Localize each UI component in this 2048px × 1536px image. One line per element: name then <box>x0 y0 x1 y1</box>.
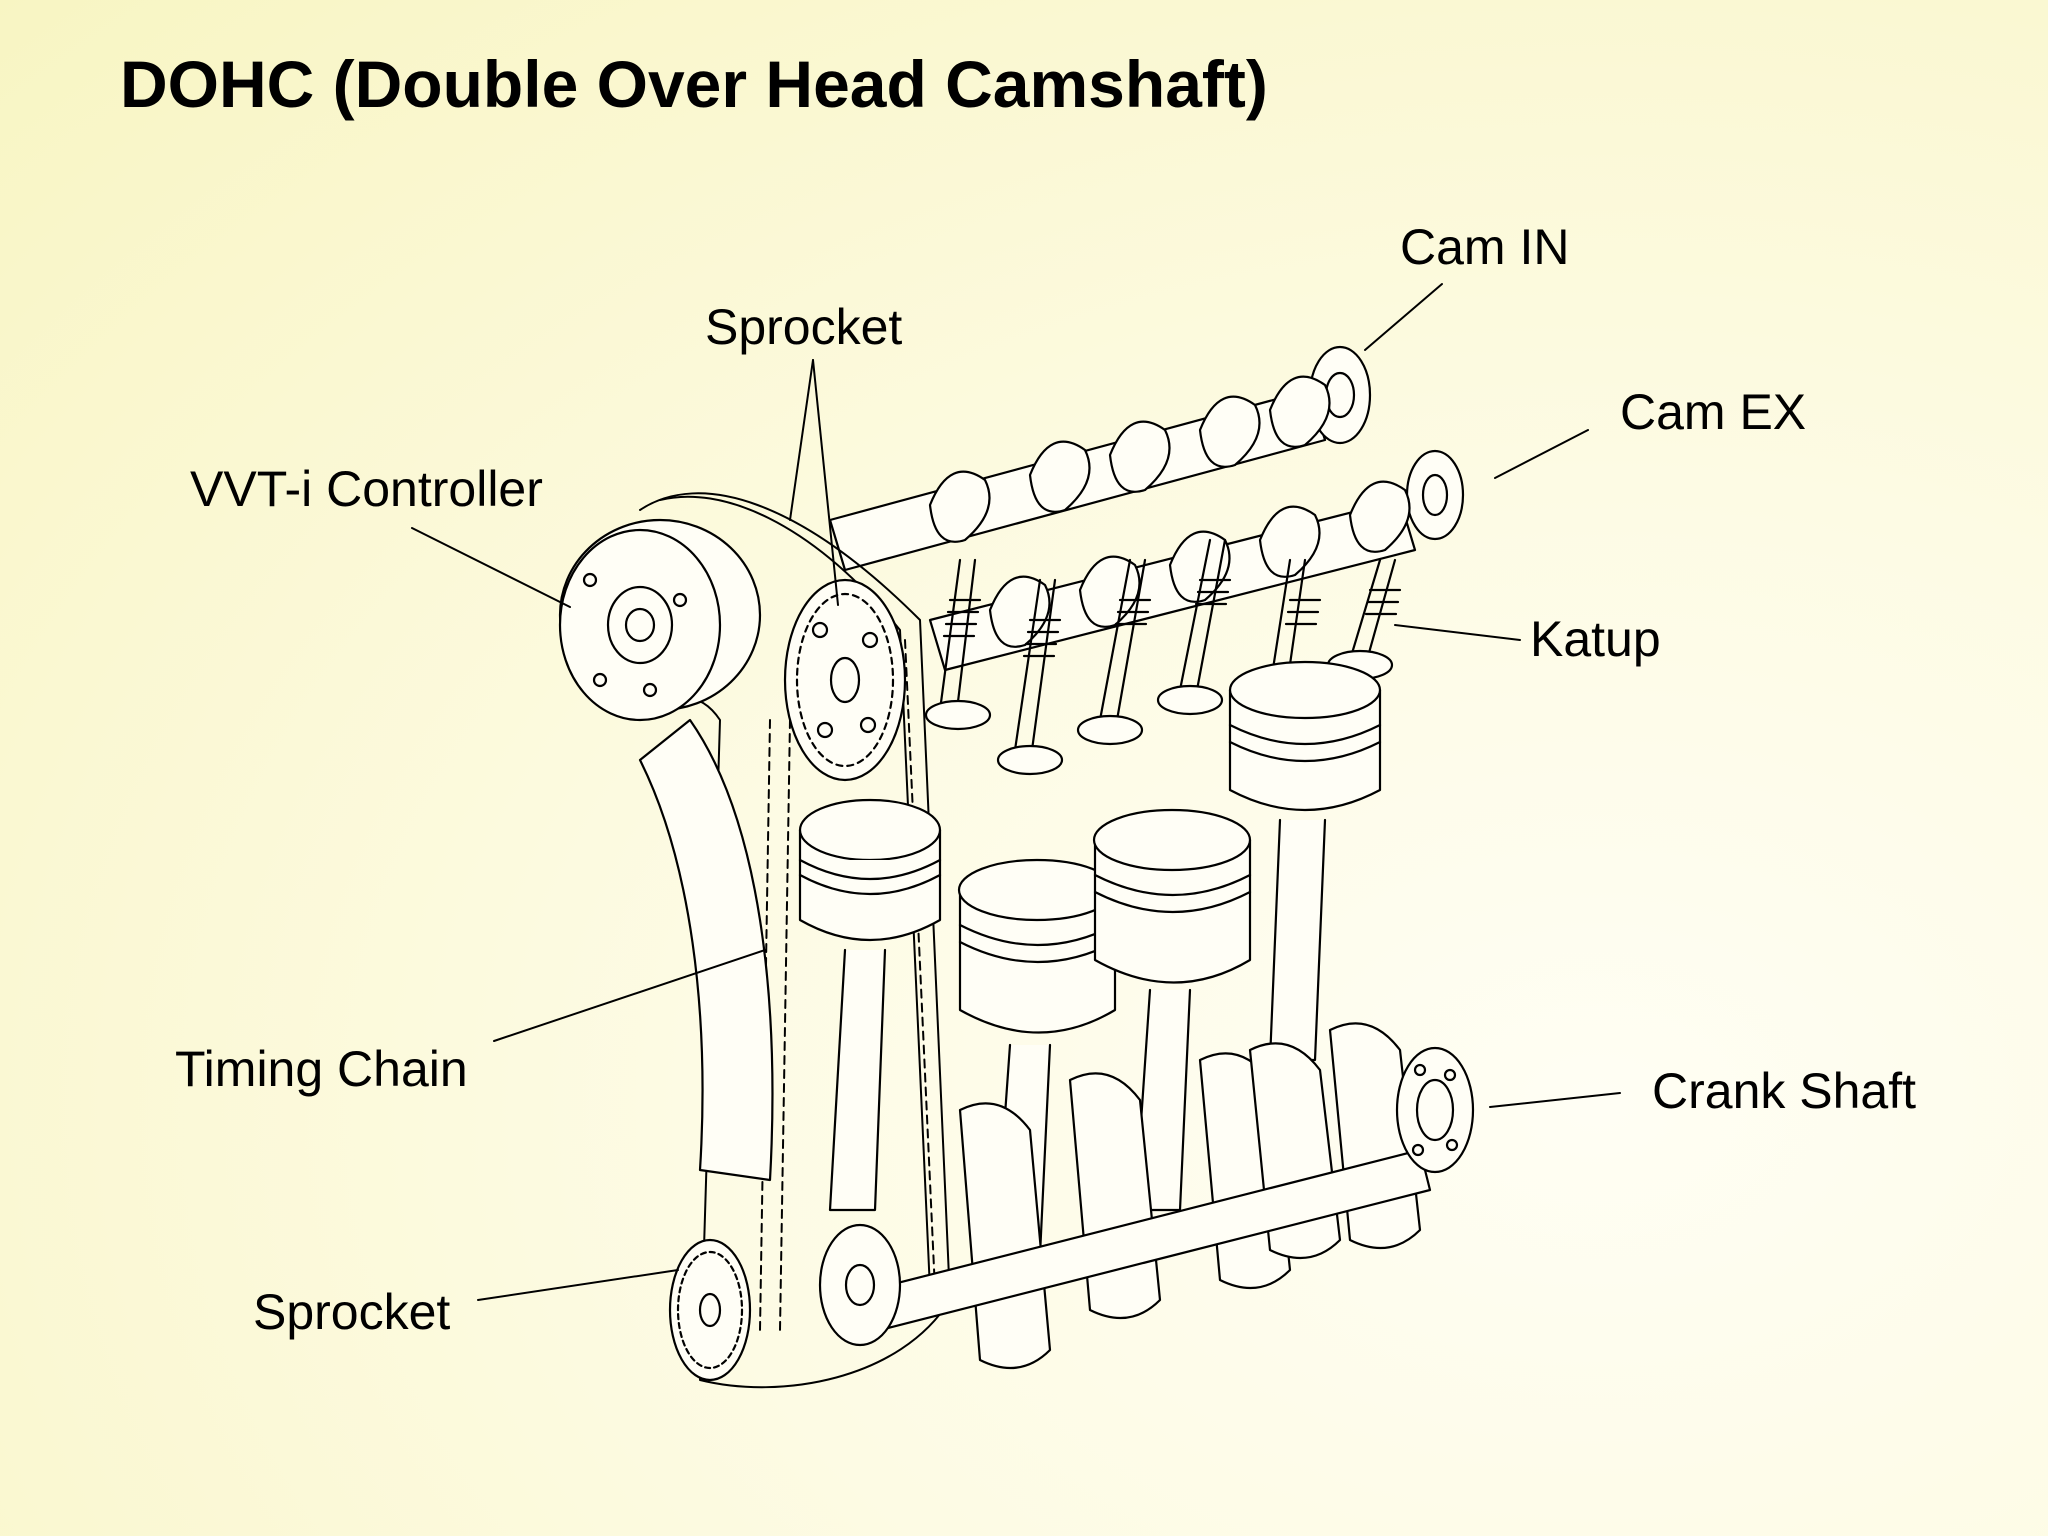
label-sprocket-bottom: Sprocket <box>253 1284 451 1340</box>
leader-lines <box>411 283 1621 1301</box>
lower-sprocket <box>668 1223 902 1382</box>
label-vvt-i-controller: VVT-i Controller <box>190 461 543 517</box>
chain-guide <box>638 718 774 1182</box>
label-crank-shaft: Crank Shaft <box>1652 1063 1917 1119</box>
label-timing-chain: Timing Chain <box>175 1041 468 1097</box>
label-katup: Katup <box>1530 611 1661 667</box>
crankshaft <box>868 1022 1475 1370</box>
label-cam-in: Cam IN <box>1400 219 1570 275</box>
pistons <box>798 660 1382 1257</box>
vvt-i-controller <box>558 518 762 722</box>
upper-sprocket <box>783 578 907 782</box>
intake-camshaft <box>828 345 1372 572</box>
page-title: DOHC (Double Over Head Camshaft) <box>120 47 1268 121</box>
exhaust-camshaft <box>928 449 1465 672</box>
label-cam-ex: Cam EX <box>1620 384 1807 440</box>
label-sprocket-top: Sprocket <box>705 299 903 355</box>
